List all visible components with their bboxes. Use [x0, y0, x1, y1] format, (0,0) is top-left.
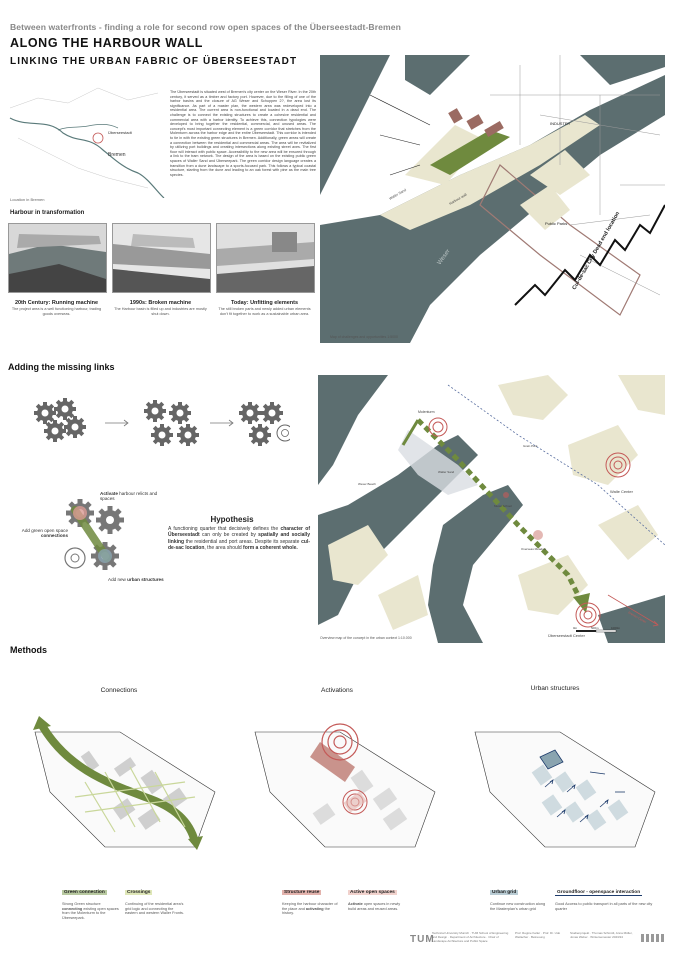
map-label-city: Bremen — [108, 152, 126, 158]
map2-label-ueberseestadt-center: Überseestadt Center — [548, 633, 586, 638]
gear-label-connections: Add green open space connections — [21, 528, 68, 539]
tag-green-connection: Green connection Strong Green structure … — [62, 890, 119, 920]
subtitle: Between waterfronts - finding a role for… — [10, 22, 402, 32]
map2-label-overseas-meadow: Overseas Meadow — [521, 547, 547, 551]
location-map: Überseestadt Bremen — [9, 87, 165, 198]
transformation-text-2: The Harbour basin is filled up and indus… — [114, 307, 207, 316]
footer-col-3: Studienprojekt · Thomas Schmidt, Anna Mü… — [570, 931, 633, 939]
footer-col-1: Technical University Munich · TUM School… — [432, 931, 509, 943]
gear-label-urban: Add new urban structures — [108, 577, 164, 582]
activations-diagram — [254, 723, 436, 848]
map2-label-weser-beach: Weser Beach — [358, 482, 376, 486]
photo-20th-century — [8, 223, 107, 293]
scale-bar: 0m 500m 1000m — [573, 626, 621, 633]
method-title-connections: Connections — [100, 687, 138, 694]
gear-label-activate: Activate harbour relicts and spaces — [100, 491, 158, 502]
transformation-text-1: The project area is a well functioning h… — [11, 307, 102, 316]
gear-cluster-diagram — [64, 499, 124, 570]
tum-logo: TUM — [410, 934, 435, 945]
map2-label-music-school: Music School — [494, 504, 512, 508]
map-label-district: Überseestadt — [108, 130, 133, 135]
challenges-map: Weser INDUSTRY Public Parks Cul-de-sac C… — [320, 55, 665, 343]
map2-label-molenturm: Molenturm — [418, 410, 435, 414]
tag-groundfloor-interaction: Groundfloor - openspace interaction Good… — [555, 890, 653, 911]
urban-structures-diagram — [474, 731, 656, 848]
connections-diagram — [33, 716, 216, 850]
transformation-text-3: The still broken parts and newly added u… — [218, 307, 311, 316]
svg-text:500m: 500m — [591, 626, 599, 630]
map2-label-grain-park: Grain Park — [523, 444, 538, 448]
map1-label-public-parks: Public Parks — [545, 221, 567, 226]
transformation-heading: Harbour in transformation — [10, 210, 85, 216]
gear-sequence — [34, 398, 290, 446]
transformation-title-3: Today: Unfitting elements — [230, 300, 299, 306]
tag-structure-reuse: Structure reuse Keeping the harbour char… — [282, 890, 338, 916]
map2-label-walle-center: Walle Center — [610, 489, 634, 494]
stripe-icon — [641, 934, 664, 942]
method-title-activations: Activations — [321, 687, 353, 694]
missing-links-heading: Adding the missing links — [8, 362, 115, 372]
intro-body: The Überseestadt is situated west of Bre… — [170, 90, 316, 177]
concept-map: Walle Center Überseestadt Center Molentu… — [318, 375, 665, 643]
map1-label-industry: INDUSTRY — [550, 121, 571, 126]
hypothesis-title: Hypothesis — [210, 515, 254, 524]
location-caption: Location in Bremen — [10, 197, 45, 202]
photo-today — [216, 223, 315, 293]
footer-col-2: Prof. Regine Keller · Prof. Dr. Udo Weil… — [515, 931, 561, 939]
photo-1990s — [112, 223, 211, 293]
methods-heading: Methods — [10, 645, 47, 655]
map2-label-waller-sand: Waller Sand — [438, 470, 455, 474]
page-subtitle: LINKING THE URBAN FABRIC OF ÜBERSEESTADT — [10, 56, 298, 67]
tag-active-open-spaces: Active open spaces Activate open spaces … — [348, 890, 401, 911]
method-title-urban: Urban structures — [530, 685, 580, 692]
map2-caption: Overview map of the concept in the urban… — [320, 636, 412, 640]
tag-crossings: Crossings Continuing of the residential … — [125, 890, 184, 916]
transformation-title-1: 20th Century: Running machine — [14, 300, 99, 306]
transformation-title-2: 1990s: Broken machine — [129, 300, 192, 306]
svg-text:0m: 0m — [573, 626, 578, 630]
svg-text:1000m: 1000m — [611, 626, 621, 630]
hypothesis-text: A functioning quarter that decisively de… — [168, 526, 310, 551]
page-title: ALONG THE HARBOUR WALL — [10, 36, 204, 50]
tag-urban-grid: Urban grid Continue new construction alo… — [490, 890, 546, 911]
map1-caption: Map of challenges and opportunities 1:50… — [330, 335, 398, 339]
